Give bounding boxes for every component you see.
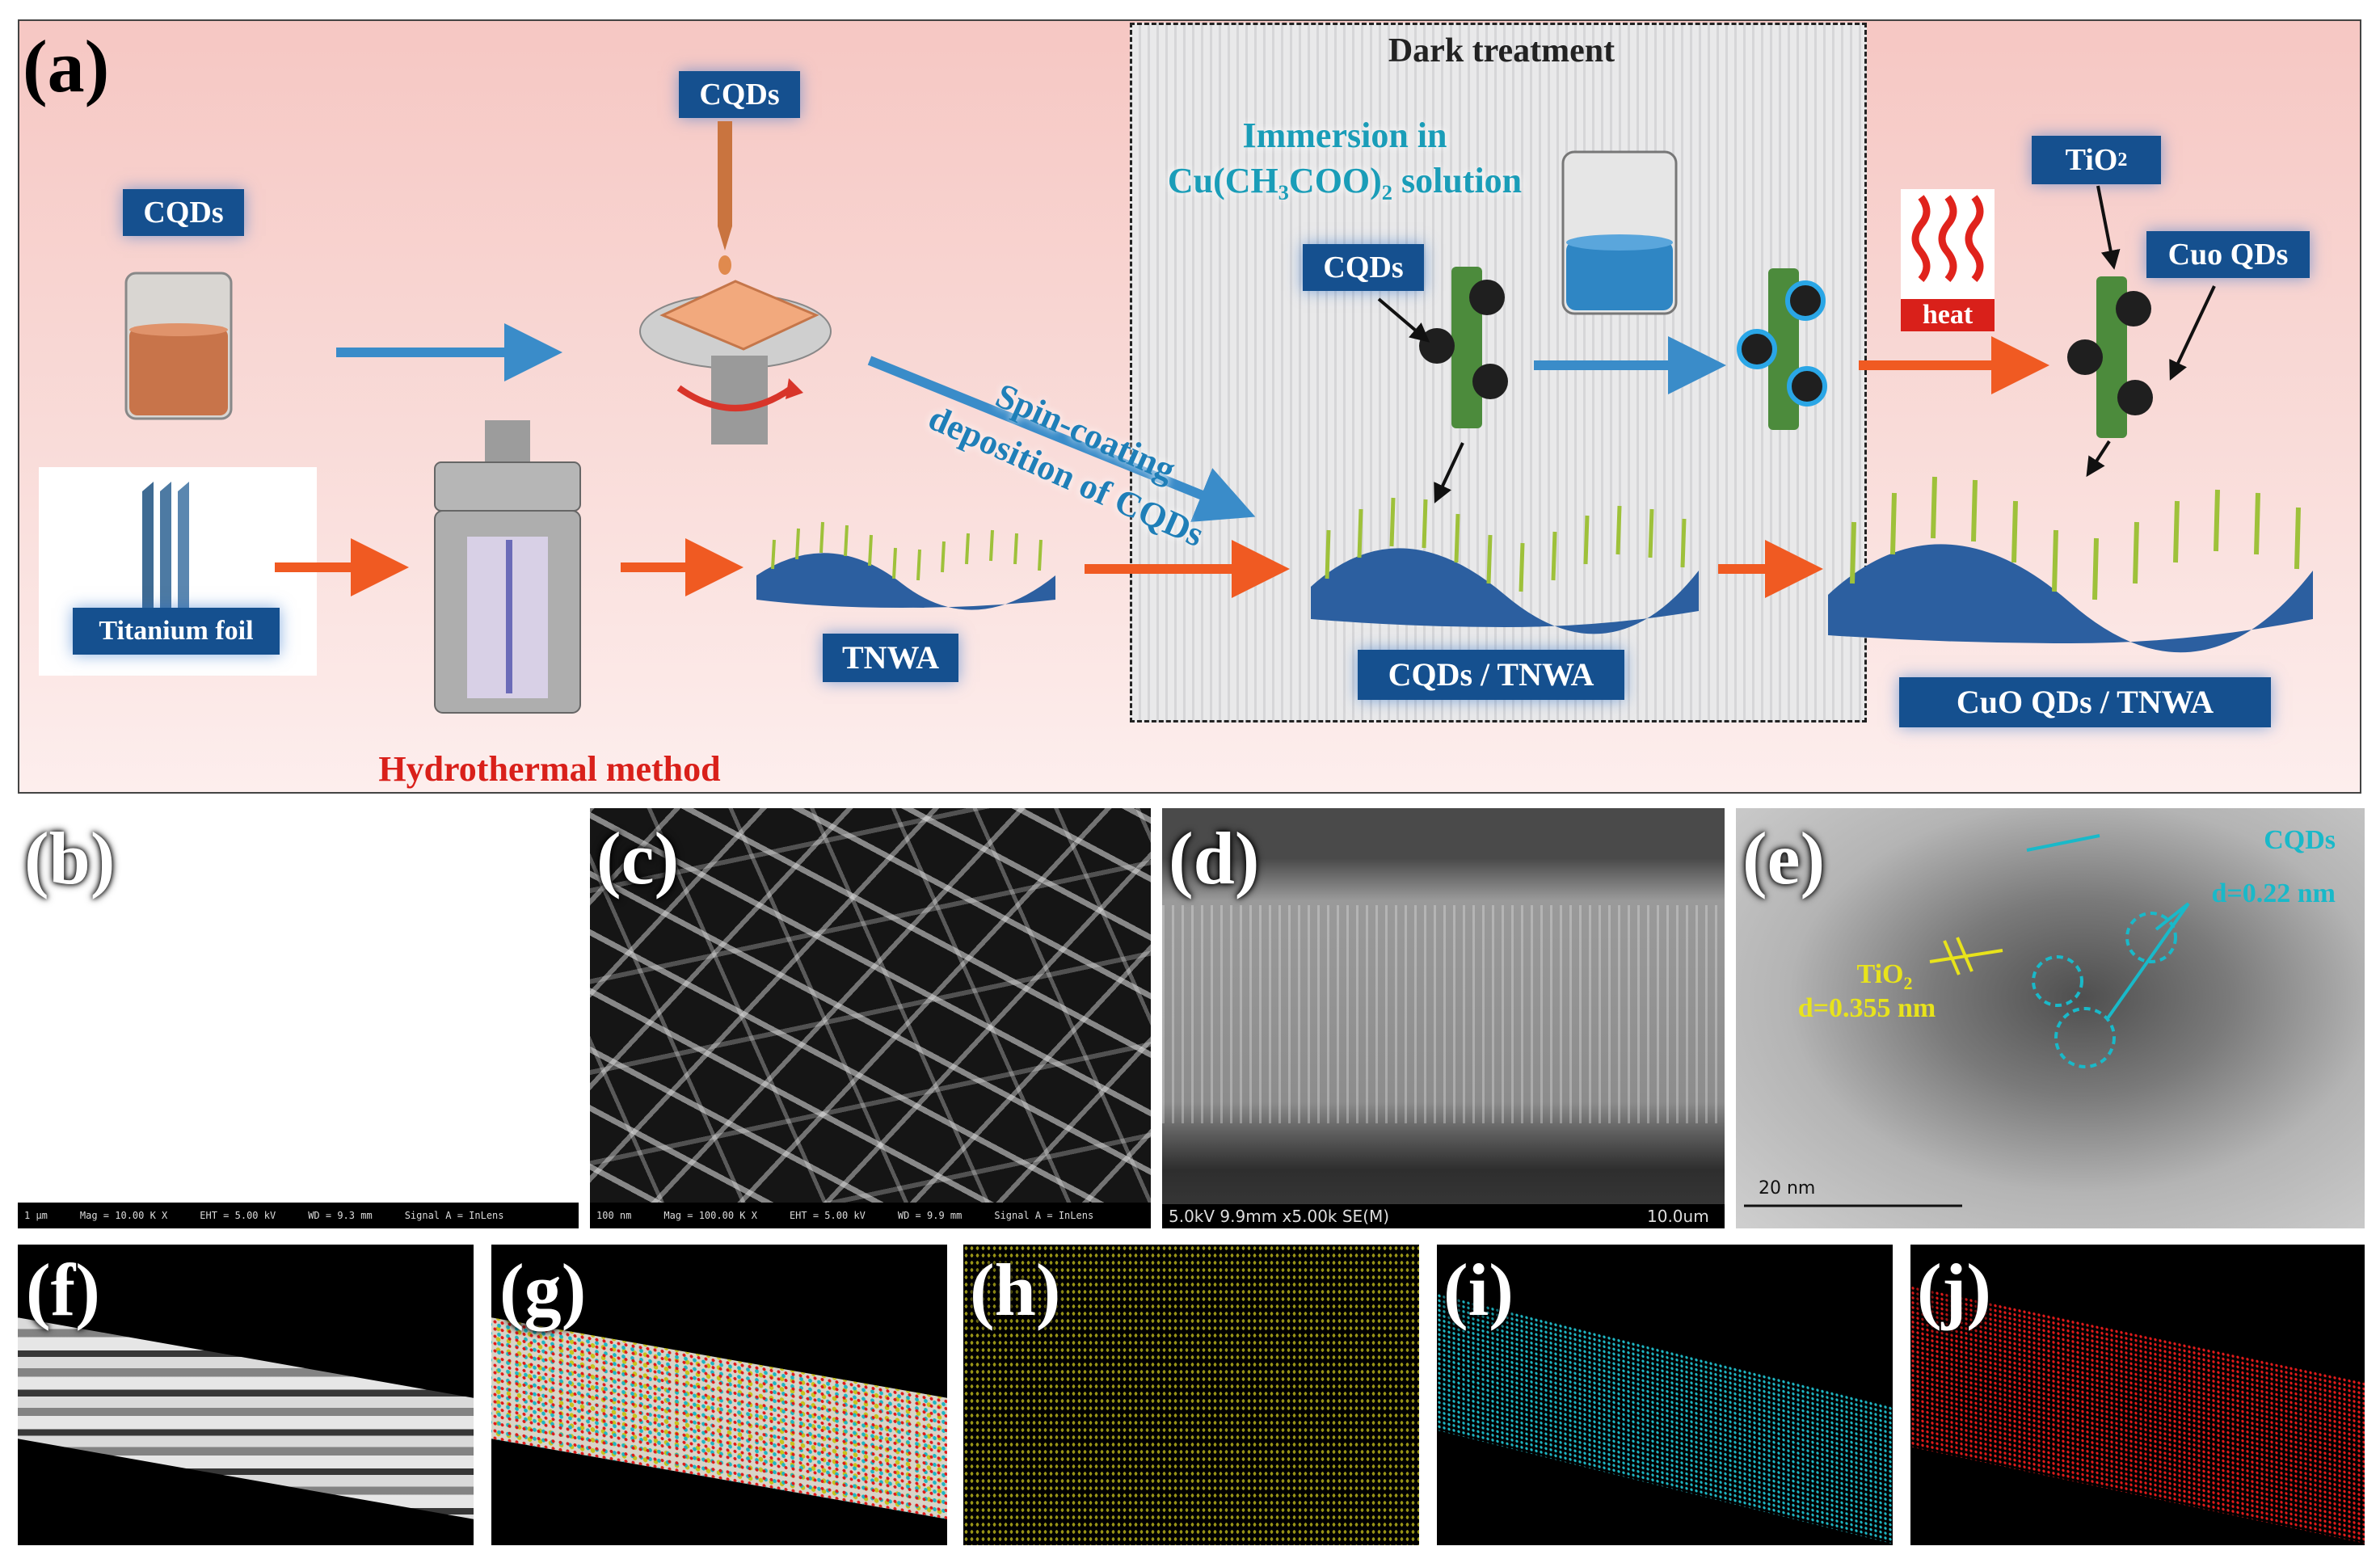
sem-c-signal: Signal A = InLens [994,1210,1094,1221]
cqds-tag-rod: CQDs [1303,244,1424,291]
panel-label-j: (j) [1917,1249,1991,1331]
hydrothermal-label: Hydrothermal method [378,749,721,789]
eds-map-j [1910,1245,2365,1545]
cu-solution-beaker-icon [1561,150,1678,315]
cuo-tnwa-array-icon [1828,476,2313,653]
sem-b-scale: 1 μm [24,1210,48,1221]
immersion-line2: Cu(CH₃COO)₂ solution [1167,161,1523,200]
sem-b-wd: WD = 9.3 mm [308,1210,373,1221]
sem-d-info: 5.0kV 9.9mm x5.00k SE(M) [1169,1207,1390,1226]
sem-b-mag: Mag = 10.00 K X [79,1210,168,1221]
eds-map-f [18,1245,474,1545]
sem-b-eht: EHT = 5.00 kV [200,1210,276,1221]
cuo-rod-icon [2067,276,2153,438]
tem-image-e [1736,808,2365,1228]
panel-label-h: (h) [970,1249,1061,1331]
eds-map-i [1437,1245,1893,1545]
tem-cqds-spacing: d=0.22 nm [2211,878,2336,908]
cqds-rod-icon [1419,267,1508,428]
panel-label-e: (e) [1742,817,1826,899]
cqds-tag-beaker: CQDs [123,189,244,236]
cqds-tnwa-tag: CQDs / TNWA [1358,650,1624,700]
arrow-spin-coating [867,356,1256,522]
sem-d-databar: 5.0kV 9.9mm x5.00k SE(M) 10.0um [1162,1204,1725,1228]
cuo-qds-tag: Cuo QDs [2146,231,2310,278]
eds-map-h [963,1245,1419,1545]
sem-image-d [1162,808,1725,1228]
panel-label-g: (g) [499,1249,587,1331]
sem-c-eht: EHT = 5.00 kV [789,1210,866,1221]
cqds-tag-spin: CQDs [679,71,800,118]
panel-label-b: (b) [24,817,116,899]
sem-c-databar: 100 nm Mag = 100.00 K X EHT = 5.00 kV WD… [590,1203,1151,1228]
cqds-tnwa-array-icon [1311,497,1699,634]
coated-rod-icon [1737,268,1827,430]
dark-treatment-title: Dark treatment [1388,32,1615,70]
sem-image-c [590,808,1151,1228]
sem-b-signal: Signal A = InLens [404,1210,504,1221]
panel-label-f: (f) [26,1249,100,1331]
heat-label: heat [1901,299,1995,331]
immersion-line1: Immersion in [1242,116,1447,155]
titanium-foil-icon [142,482,189,632]
scheme-arrows [275,185,2216,598]
panel-label-i: (i) [1443,1249,1514,1331]
sem-d-scale: 10.0um [1647,1207,1709,1226]
sem-image-b [18,808,579,1228]
titanium-foil-tag: Titanium foil [73,608,280,655]
spin-coater-icon [639,121,832,444]
sem-b-databar: 1 μm Mag = 10.00 K X EHT = 5.00 kV WD = … [18,1203,579,1228]
autoclave-icon [434,420,581,714]
tem-scale-label: 20 nm [1759,1178,1816,1199]
panel-label-d: (d) [1169,817,1260,899]
eds-map-g [491,1245,947,1545]
panel-label-c: (c) [596,817,680,899]
cuo-tnwa-tag: CuO QDs / TNWA [1899,677,2271,727]
beaker-icon [124,272,233,420]
tem-tio2-label: TiO2 [1856,959,1913,993]
tem-cqds-label: CQDs [2264,825,2336,855]
sem-c-scale: 100 nm [596,1210,632,1221]
heat-waves-icon [1911,195,1984,282]
tem-annotations [1744,834,2190,1207]
tnwa-tag: TNWA [823,634,958,682]
sem-c-mag: Mag = 100.00 K X [663,1210,757,1221]
tnwa-array-icon [756,521,1055,610]
tem-tio2-spacing: d=0.355 nm [1797,993,1936,1023]
panel-label-a: (a) [23,25,110,107]
sem-c-wd: WD = 9.9 mm [897,1210,963,1221]
